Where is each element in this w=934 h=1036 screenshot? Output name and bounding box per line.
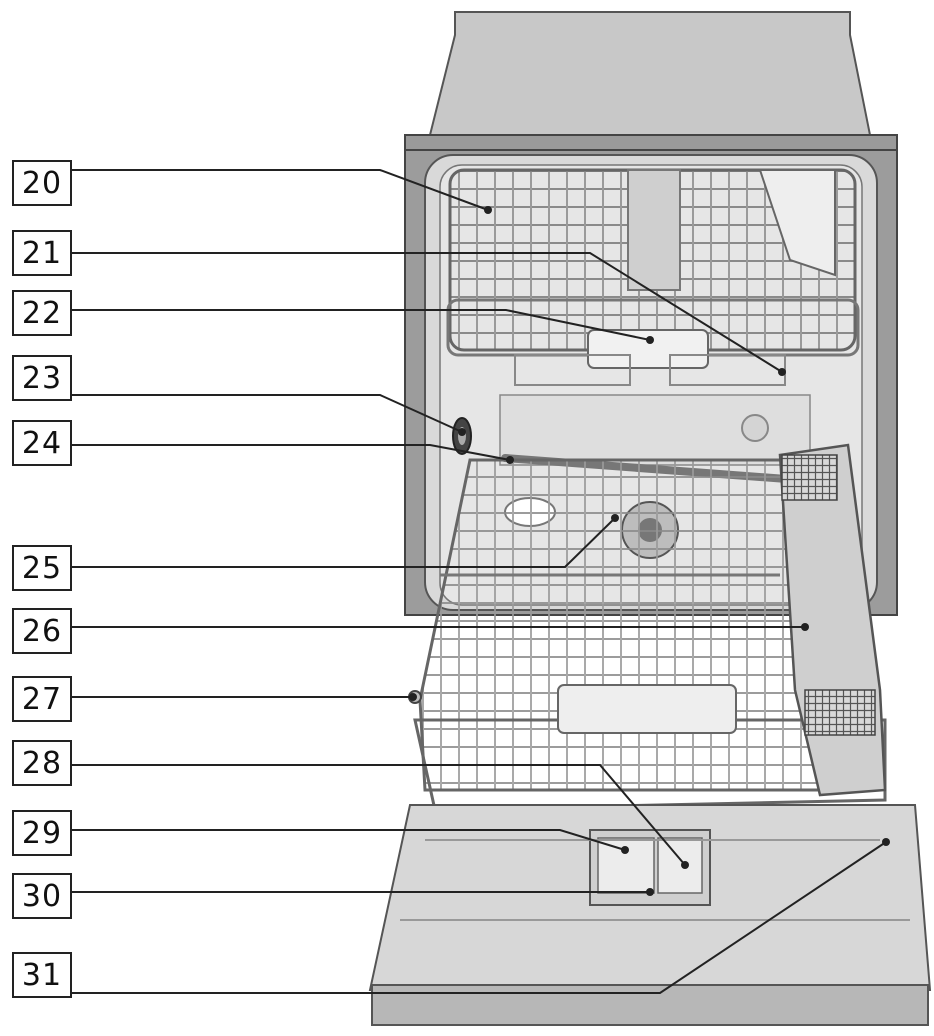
callout-number: 24 <box>22 426 62 461</box>
leader-line-23 <box>72 395 462 432</box>
callout-number: 20 <box>22 166 62 201</box>
callout-23: 23 <box>12 355 72 401</box>
callout-28: 28 <box>12 740 72 786</box>
callout-24: 24 <box>12 420 72 466</box>
callout-25: 25 <box>12 545 72 591</box>
callout-31: 31 <box>12 952 72 998</box>
top-panel <box>405 12 897 151</box>
callout-21: 21 <box>12 230 72 276</box>
callout-number: 30 <box>22 879 62 914</box>
callout-number: 23 <box>22 361 62 396</box>
callout-number: 21 <box>22 236 62 271</box>
callout-number: 29 <box>22 816 62 851</box>
callout-27: 27 <box>12 676 72 722</box>
callout-number: 31 <box>22 958 62 993</box>
callout-26: 26 <box>12 608 72 654</box>
callout-number: 25 <box>22 551 62 586</box>
callout-number: 27 <box>22 682 62 717</box>
callout-number: 26 <box>22 614 62 649</box>
callout-30: 30 <box>12 873 72 919</box>
callout-29: 29 <box>12 810 72 856</box>
callout-22: 22 <box>12 290 72 336</box>
callout-number: 28 <box>22 746 62 781</box>
callout-number: 22 <box>22 296 62 331</box>
callout-20: 20 <box>12 160 72 206</box>
